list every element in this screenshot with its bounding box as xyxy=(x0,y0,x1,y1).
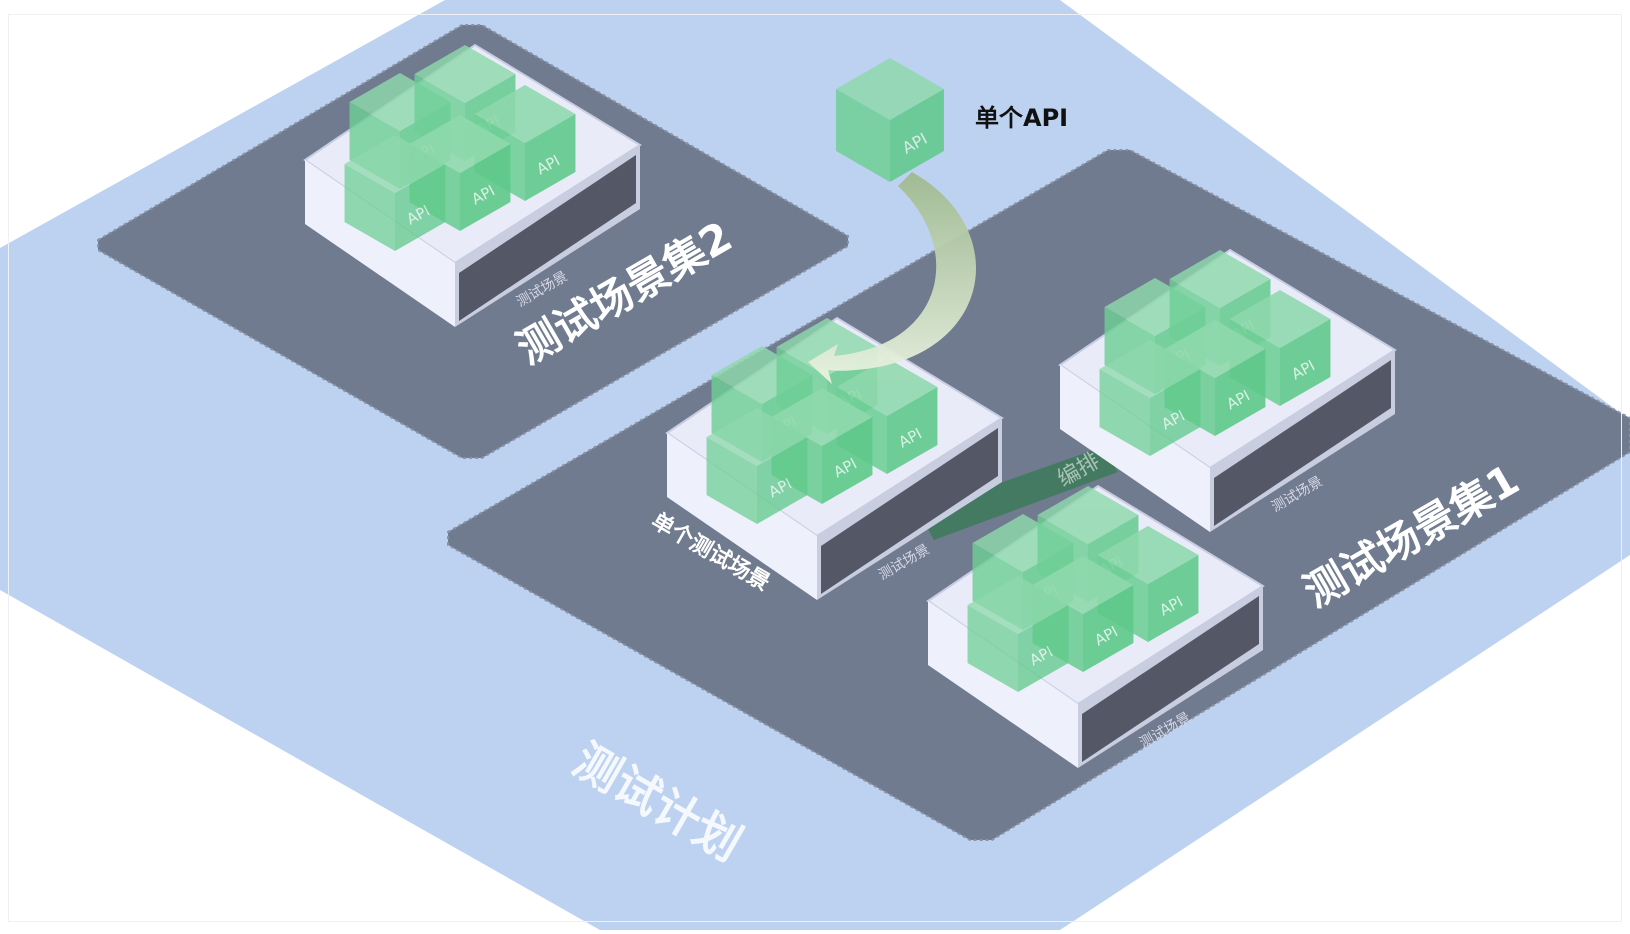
single-api-label: 单个API xyxy=(975,104,1068,132)
orchestrate-link-band xyxy=(918,447,1118,540)
api-cube: API xyxy=(967,576,1069,692)
single-api-arrow xyxy=(808,172,976,384)
scenario-box-single: 测试场景APIAPIAPIAPIAPI xyxy=(665,316,1004,600)
api-cube: API xyxy=(344,135,446,251)
scenario-box-bottom: 测试场景APIAPIAPIAPIAPI xyxy=(926,484,1265,768)
api-cube: API xyxy=(706,408,808,524)
scenario-box-set2: 测试场景APIAPIAPIAPIAPI xyxy=(303,43,642,327)
diagram-frame xyxy=(8,14,1622,922)
scenario-box-right: 测试场景APIAPIAPIAPIAPI xyxy=(1058,248,1397,532)
single-api-cube: API xyxy=(836,58,944,182)
api-cube: API xyxy=(1229,290,1331,406)
api-cube: API xyxy=(1099,340,1201,456)
